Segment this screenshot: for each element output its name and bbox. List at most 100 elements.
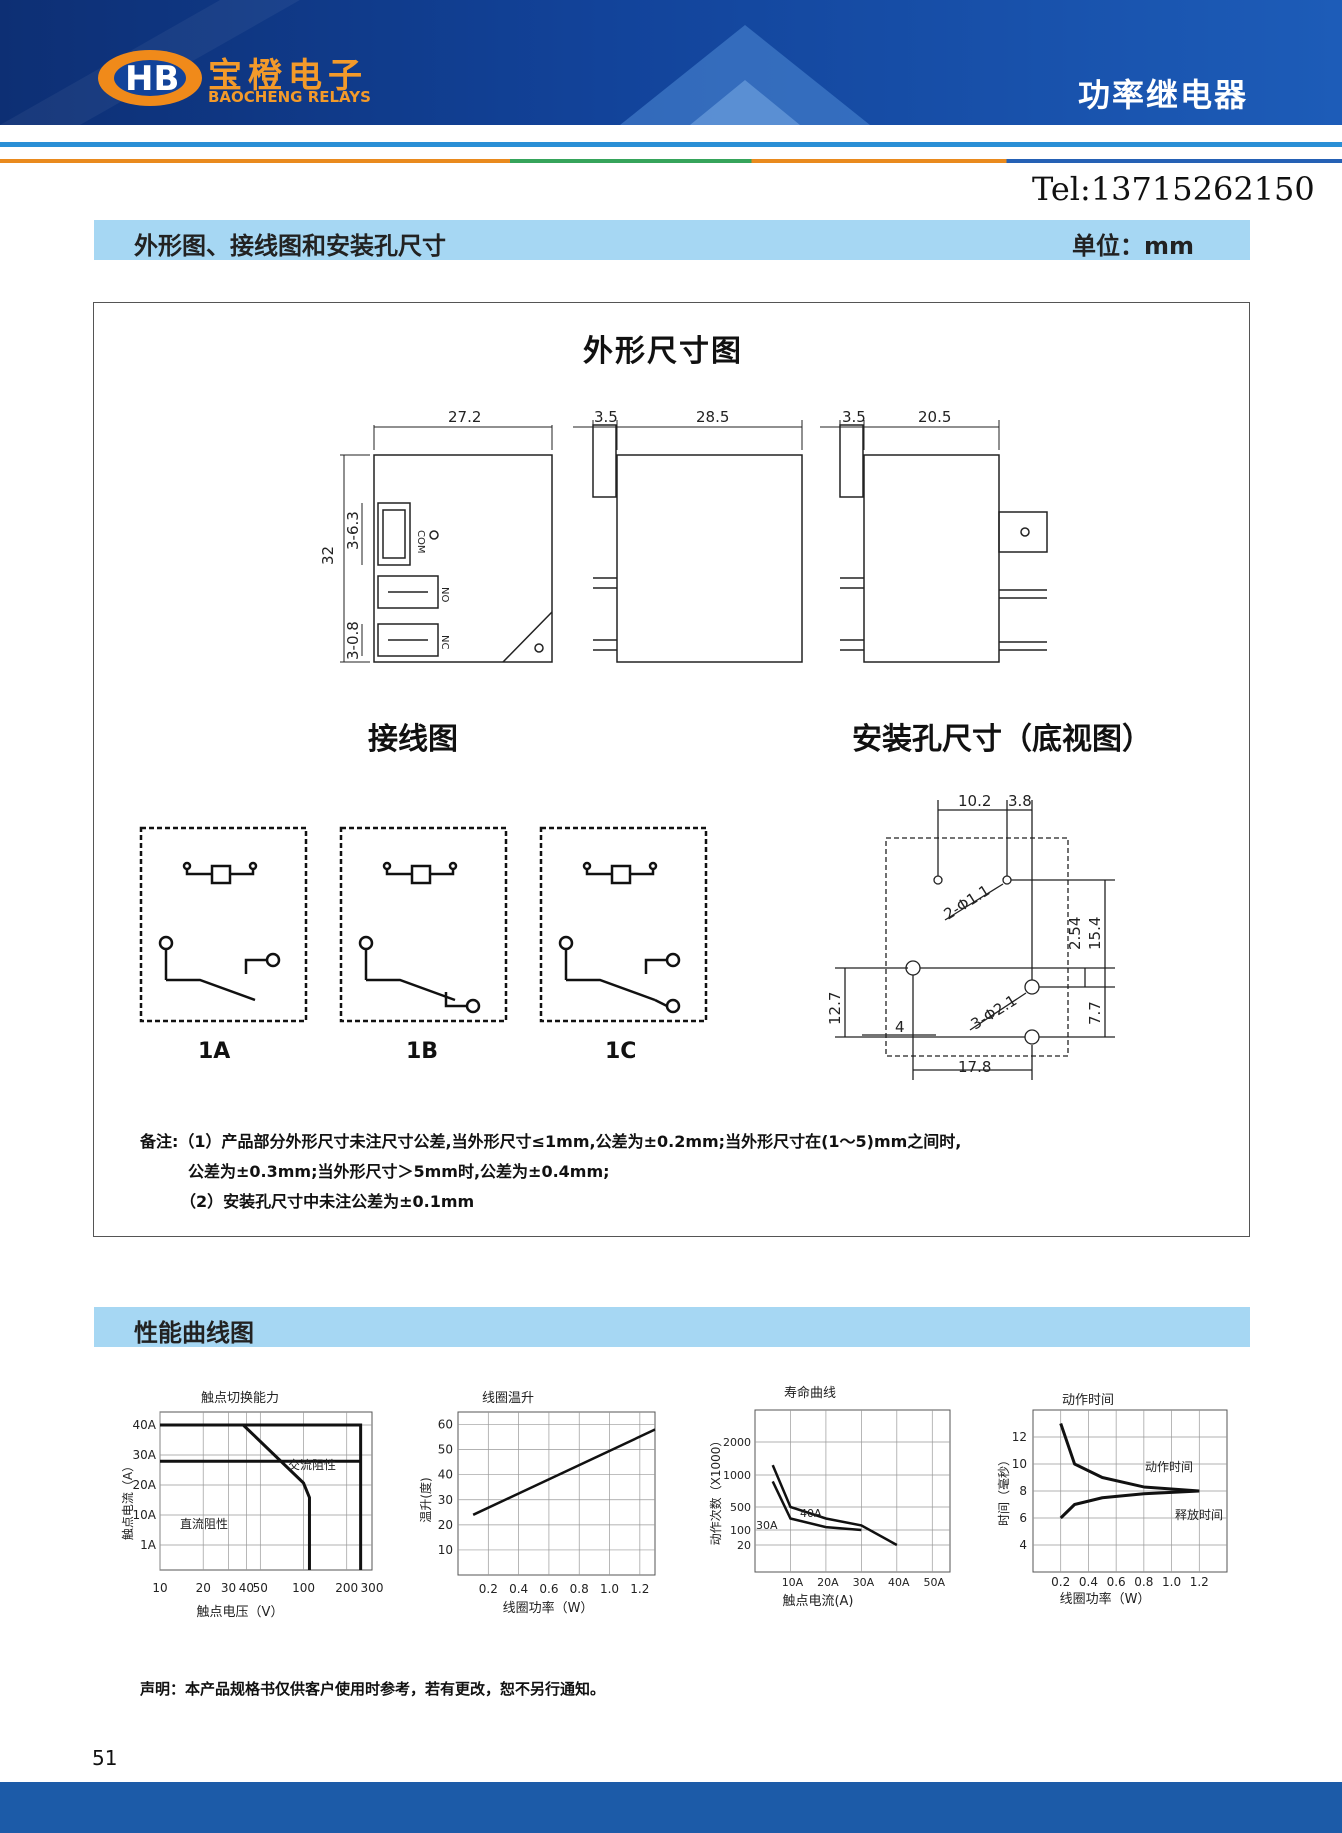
chart2-x-tick: 1.2 xyxy=(630,1582,649,1596)
section-title: 外形图、接线图和安装孔尺寸 xyxy=(134,232,446,260)
chart3-x-tick: 40A xyxy=(888,1576,910,1589)
chart3-y-tick: 500 xyxy=(730,1501,751,1514)
chart1-x-tick: 100 xyxy=(292,1581,315,1595)
chart2-x-tick: 1.0 xyxy=(600,1582,619,1596)
disclaimer: 声明：本产品规格书仅供客户使用时参考，若有更改，恕不另行通知。 xyxy=(140,1680,606,1698)
logo-english: BAOCHENG RELAYS xyxy=(208,88,371,106)
dim-7-7: 7.7 xyxy=(1086,1001,1104,1025)
dim-4: 4 xyxy=(895,1018,905,1036)
chart2-y-tick: 40 xyxy=(438,1468,453,1482)
outline-title: 外形尺寸图 xyxy=(583,334,743,369)
chart1-y-tick: 20A xyxy=(133,1478,157,1492)
wiring-1c xyxy=(539,826,708,1023)
chart4-x-tick: 0.6 xyxy=(1107,1575,1126,1589)
chart2-y-tick: 10 xyxy=(438,1543,453,1557)
wiring-1a xyxy=(139,826,308,1023)
chart2-xlabel: 线圈功率（W） xyxy=(503,1600,594,1616)
product-category: 功率继电器 xyxy=(1078,76,1249,114)
chart1-x-tick: 20 xyxy=(196,1581,211,1595)
dim-3-5-b: 3.5 xyxy=(842,408,866,426)
chart2-y-tick: 30 xyxy=(438,1493,453,1507)
logo-mark-icon: HB xyxy=(98,50,202,106)
chart3-series-line xyxy=(771,1480,862,1532)
chart4-y-tick: 6 xyxy=(1019,1511,1027,1525)
chart2-x-tick: 0.8 xyxy=(570,1582,589,1596)
chart1-y-tick: 30A xyxy=(133,1448,157,1462)
chart4-ylabel: 时间（毫秒） xyxy=(996,1454,1011,1526)
chart3-y-tick: 20 xyxy=(737,1539,751,1552)
note-line-2: 公差为±0.3mm;当外形尺寸＞5mm时,公差为±0.4mm; xyxy=(188,1162,610,1181)
chart3-annotation-30a: 30A xyxy=(756,1519,778,1532)
dim-12-7: 12.7 xyxy=(826,992,844,1025)
label-1a: 1A xyxy=(198,1039,230,1064)
relay-side-view xyxy=(616,454,803,663)
section-title-2: 性能曲线图 xyxy=(134,1319,254,1347)
chart1-x-tick: 50 xyxy=(253,1581,268,1595)
telephone: Tel:13715262150 xyxy=(1032,170,1315,208)
chart4-x-tick: 1.2 xyxy=(1190,1575,1209,1589)
dim-3-5-a: 3.5 xyxy=(594,408,618,426)
dim-pin-thickness: 3-0.8 xyxy=(344,621,362,660)
dim-pin-width: 3-6.3 xyxy=(344,511,362,550)
chart1-y-tick: 10A xyxy=(133,1508,157,1522)
label-1c: 1C xyxy=(605,1039,636,1064)
chart2-title: 线圈温升 xyxy=(482,1391,534,1406)
chart1-frame xyxy=(159,1411,373,1571)
chart4-y-tick: 12 xyxy=(1012,1430,1027,1444)
header-stripe xyxy=(0,142,1342,147)
wiring-title: 接线图 xyxy=(368,722,458,757)
chart4-x-tick: 0.8 xyxy=(1134,1575,1153,1589)
chart2-frame xyxy=(457,1411,656,1576)
chart3-x-tick: 50A xyxy=(924,1576,946,1589)
chart2-series-line xyxy=(472,1428,656,1516)
mounting-title: 安装孔尺寸（底视图） xyxy=(852,722,1152,757)
chart3-y-tick: 2000 xyxy=(723,1436,751,1449)
svg-text:HB: HB xyxy=(125,59,179,99)
chart4-series-line xyxy=(1059,1489,1200,1520)
chart4-x-tick: 0.4 xyxy=(1079,1575,1098,1589)
chart4-y-tick: 8 xyxy=(1019,1484,1027,1498)
chart1-annotation-dc: 直流阻性 xyxy=(180,1517,228,1531)
dim-17-8: 17.8 xyxy=(958,1058,991,1076)
chart1-y-tick: 40A xyxy=(133,1418,157,1432)
dim-27-2: 27.2 xyxy=(448,408,481,426)
dim-15-4: 15.4 xyxy=(1086,917,1104,950)
chart1-x-tick: 10 xyxy=(152,1581,167,1595)
chart1-xlabel: 触点电压（V） xyxy=(197,1605,284,1620)
mounting-diagram xyxy=(835,800,1115,1080)
chart1-series-line xyxy=(160,1423,363,1570)
label-1b: 1B xyxy=(406,1039,438,1064)
chart2-x-tick: 0.6 xyxy=(539,1582,558,1596)
dim-20-5: 20.5 xyxy=(918,408,951,426)
section-title-bar: 外形图、接线图和安装孔尺寸 单位：mm xyxy=(94,220,1250,260)
chart3-frame xyxy=(754,1409,951,1573)
chart3-series-line xyxy=(771,1464,898,1547)
chart3-x-tick: 10A xyxy=(782,1576,804,1589)
dim-10-2: 10.2 xyxy=(958,792,991,810)
chart4-annotation-release: 释放时间 xyxy=(1175,1507,1223,1522)
page-footer xyxy=(0,1782,1342,1833)
chart3-x-tick: 20A xyxy=(817,1576,839,1589)
chart3-y-tick: 100 xyxy=(730,1524,751,1537)
chart4-xlabel: 线圈功率（W） xyxy=(1060,1591,1151,1607)
terminal-nc: NC xyxy=(439,635,450,649)
chart1-ylabel: 触点电流（A） xyxy=(121,1460,135,1540)
chart4-annotation-operate: 动作时间 xyxy=(1145,1460,1193,1474)
chart2-x-tick: 0.4 xyxy=(509,1582,528,1596)
header-stripe-color xyxy=(0,159,1342,163)
chart3-annotation-40a: 40A xyxy=(800,1507,822,1520)
chart1-x-tick: 30 xyxy=(221,1581,236,1595)
chart2-y-tick: 60 xyxy=(438,1418,453,1432)
chart2-ylabel: 温升(度) xyxy=(418,1477,433,1522)
note-line-1: 备注:（1）产品部分外形尺寸未注尺寸公差,当外形尺寸≤1mm,公差为±0.2mm… xyxy=(140,1132,962,1151)
terminal-com: COM xyxy=(415,530,426,553)
chart1-title: 触点切换能力 xyxy=(201,1391,279,1406)
page-number: 51 xyxy=(92,1746,118,1770)
chart1-annotation-ac: 交流阻性 xyxy=(288,1457,336,1472)
dim-3-8: 3.8 xyxy=(1008,792,1032,810)
chart4-x-tick: 1.0 xyxy=(1162,1575,1181,1589)
logo-chinese: 宝橙电子 xyxy=(208,56,368,96)
terminal-no: NO xyxy=(439,587,450,602)
section-title-bar-2: 性能曲线图 xyxy=(94,1307,1250,1347)
